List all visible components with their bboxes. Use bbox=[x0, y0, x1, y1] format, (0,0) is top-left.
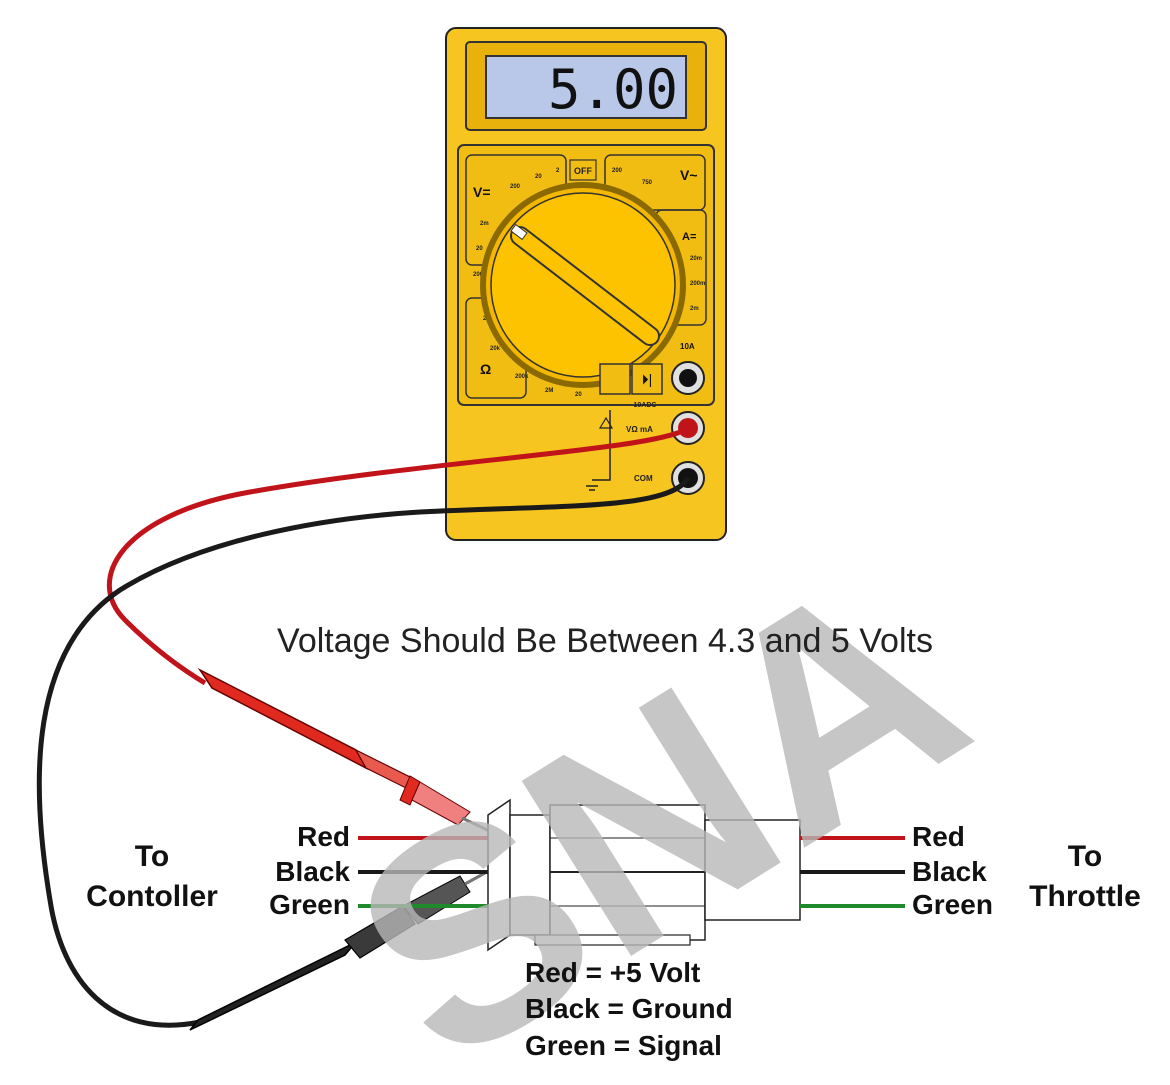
right-heading-line1: To bbox=[1068, 840, 1102, 873]
off-label: OFF bbox=[574, 166, 592, 176]
black-probe-lead bbox=[36, 476, 691, 1028]
svg-text:750: 750 bbox=[642, 180, 653, 186]
svg-text:200m: 200m bbox=[690, 281, 705, 287]
diode-icon: ⏵| bbox=[642, 371, 653, 387]
svg-text:200: 200 bbox=[510, 184, 521, 190]
left-wire-black-label: Black bbox=[275, 856, 350, 887]
svg-text:20k: 20k bbox=[490, 346, 501, 352]
meter-display: 5.00 bbox=[548, 58, 678, 121]
com-label: COM bbox=[634, 474, 653, 483]
ohm-label: Ω bbox=[480, 361, 491, 377]
right-wire-green-label: Green bbox=[912, 889, 993, 920]
svg-text:2m: 2m bbox=[690, 306, 699, 312]
red-probe-lead bbox=[106, 425, 690, 686]
right-wire-black-label: Black bbox=[912, 856, 987, 887]
left-heading-line1: To bbox=[135, 840, 169, 873]
throttle-connector bbox=[358, 798, 905, 952]
multimeter: 5.00 OFF V= V~ Ω A= 10A 200 20 2 200 750 2m… bbox=[445, 27, 727, 541]
right-heading-line2: Throttle bbox=[1029, 880, 1141, 913]
black-probe[interactable] bbox=[189, 860, 506, 1031]
svg-text:200: 200 bbox=[612, 168, 623, 174]
vac-label: V~ bbox=[680, 167, 698, 183]
svg-text:200: 200 bbox=[473, 272, 484, 278]
transistor-socket bbox=[599, 363, 631, 395]
lcd-screen bbox=[485, 55, 687, 119]
left-heading-line2: Contoller bbox=[86, 880, 218, 913]
svg-text:2: 2 bbox=[556, 168, 560, 174]
rotary-selector-knob[interactable] bbox=[480, 182, 686, 388]
svg-text:20: 20 bbox=[476, 246, 483, 252]
svg-text:20: 20 bbox=[575, 392, 582, 398]
legend-black: Black = Ground bbox=[525, 993, 733, 1024]
left-wire-red-label: Red bbox=[297, 821, 350, 852]
legend-green: Green = Signal bbox=[525, 1030, 722, 1061]
svg-text:20m: 20m bbox=[690, 256, 702, 262]
svg-text:2m: 2m bbox=[480, 221, 489, 227]
svg-text:200k: 200k bbox=[515, 374, 529, 380]
jack-10a[interactable] bbox=[671, 361, 705, 395]
ground-symbol-icon bbox=[586, 410, 611, 491]
ten-a-range-label: 10A bbox=[680, 342, 695, 351]
svg-text:20: 20 bbox=[535, 174, 542, 180]
amp-label: A= bbox=[682, 231, 696, 243]
legend-red: Red = +5 Volt bbox=[525, 957, 700, 988]
right-wire-red-label: Red bbox=[912, 821, 965, 852]
svg-text:2M: 2M bbox=[545, 388, 553, 394]
diode-mode bbox=[631, 363, 663, 395]
ten-adc-label: 10ADC bbox=[634, 402, 657, 409]
vdc-label: V= bbox=[473, 184, 491, 200]
red-probe[interactable] bbox=[197, 668, 501, 838]
caption: Voltage Should Be Between 4.3 and 5 Volt… bbox=[277, 622, 933, 660]
left-wire-green-label: Green bbox=[269, 889, 350, 920]
v-ohm-ma-label: VΩ mA bbox=[626, 425, 653, 434]
warning-triangle-icon bbox=[598, 416, 614, 429]
